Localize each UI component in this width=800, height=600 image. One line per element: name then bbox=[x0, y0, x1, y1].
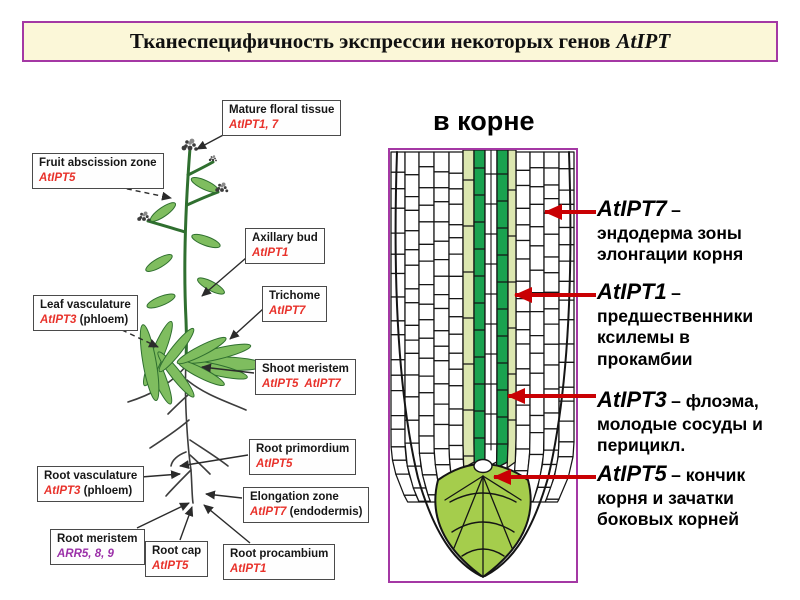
label-box-elongation-zone: Elongation zone AtIPT7 (endodermis) bbox=[243, 487, 370, 524]
gene-label: AtIPT5 bbox=[152, 560, 189, 573]
root-tip-panel bbox=[388, 148, 578, 583]
annotation-gene: AtIPT1 bbox=[597, 279, 667, 304]
root-section-heading: в корне bbox=[433, 106, 535, 136]
arabidopsis-plant-drawing bbox=[127, 138, 266, 504]
tissue-label: Axillary bud bbox=[252, 232, 318, 244]
annotation-atipt5: AtIPT5 – кончик корня и зачатки боковых … bbox=[597, 461, 777, 531]
label-box-root-procambium: Root procambium AtIPT1 bbox=[223, 544, 336, 581]
gene-label: AtIPT1 bbox=[252, 247, 289, 260]
label-box-mature-floral-tissue: Mature floral tissue AtIPT1, 7 bbox=[222, 100, 342, 137]
slide-title-gene: AtIPT bbox=[616, 29, 671, 53]
tissue-label: Fruit abscission zone bbox=[39, 157, 157, 169]
annotation-desc: – кончик корня и зачатки боковых корней bbox=[597, 465, 746, 530]
annotation-desc: – предшественники ксилемы в прокамбии bbox=[597, 283, 754, 369]
label-box-root-cap: Root cap AtIPT5 bbox=[145, 541, 209, 578]
label-box-root-primordium: Root primordium AtIPT5 bbox=[249, 439, 357, 476]
gene-label: AtIPT1, 7 bbox=[229, 119, 279, 132]
tissue-label: Root meristem bbox=[57, 533, 138, 545]
gene-label: ARR5, 8, 9 bbox=[57, 548, 114, 561]
gene-label: AtIPT5 AtIPT7 bbox=[262, 378, 341, 391]
gene-label: AtIPT5 bbox=[256, 458, 293, 471]
label-box-root-meristem: Root meristem ARR5, 8, 9 bbox=[50, 529, 145, 566]
tissue-label: Root procambium bbox=[230, 548, 329, 560]
tissue-label: Elongation zone bbox=[250, 491, 339, 503]
label-box-root-vasculature: Root vasculature AtIPT3 (phloem) bbox=[37, 466, 145, 503]
annotation-desc: – эндодерма зоны элонгации корня bbox=[597, 200, 744, 265]
label-box-fruit-abscission-zone: Fruit abscission zone AtIPT5 bbox=[32, 153, 164, 190]
tissue-label: Trichome bbox=[269, 290, 321, 302]
annotation-atipt1: AtIPT1 – предшественники ксилемы в прока… bbox=[597, 279, 777, 370]
slide-title: Тканеспецифичность экспрессии некоторых … bbox=[22, 21, 778, 62]
label-box-leaf-vasculature: Leaf vasculature AtIPT3 (phloem) bbox=[33, 295, 138, 332]
label-box-axillary-bud: Axillary bud AtIPT1 bbox=[245, 228, 325, 265]
annotation-desc: – флоэма, молодые сосуды и перицикл. bbox=[597, 391, 763, 456]
tissue-label: Root cap bbox=[152, 545, 202, 557]
slide-title-text: Тканеспецифичность экспрессии некоторых … bbox=[129, 29, 611, 53]
annotation-atipt7: AtIPT7 – эндодерма зоны элонгации корня bbox=[597, 196, 777, 266]
tissue-label: Shoot meristem bbox=[262, 363, 349, 375]
tissue-label: Root vasculature bbox=[44, 470, 138, 482]
tissue-label: Leaf vasculature bbox=[40, 299, 131, 311]
gene-label: AtIPT5 bbox=[39, 172, 76, 185]
tissue-label: Root primordium bbox=[256, 443, 350, 455]
gene-label: AtIPT7 bbox=[269, 305, 306, 318]
gene-label: AtIPT1 bbox=[230, 563, 267, 576]
gene-label: AtIPT7 bbox=[250, 506, 287, 519]
annotation-gene: AtIPT5 bbox=[597, 461, 667, 486]
annotation-atipt3: AtIPT3 – флоэма, молодые сосуды и перици… bbox=[597, 387, 777, 457]
annotation-gene: AtIPT3 bbox=[597, 387, 667, 412]
gene-label: AtIPT3 bbox=[40, 314, 77, 327]
label-box-shoot-meristem: Shoot meristem AtIPT5 AtIPT7 bbox=[255, 359, 356, 396]
root-tip-drawing bbox=[390, 150, 575, 578]
label-box-trichome: Trichome AtIPT7 bbox=[262, 286, 328, 323]
gene-label: AtIPT3 bbox=[44, 485, 81, 498]
annotation-gene: AtIPT7 bbox=[597, 196, 667, 221]
tissue-label: Mature floral tissue bbox=[229, 104, 335, 116]
